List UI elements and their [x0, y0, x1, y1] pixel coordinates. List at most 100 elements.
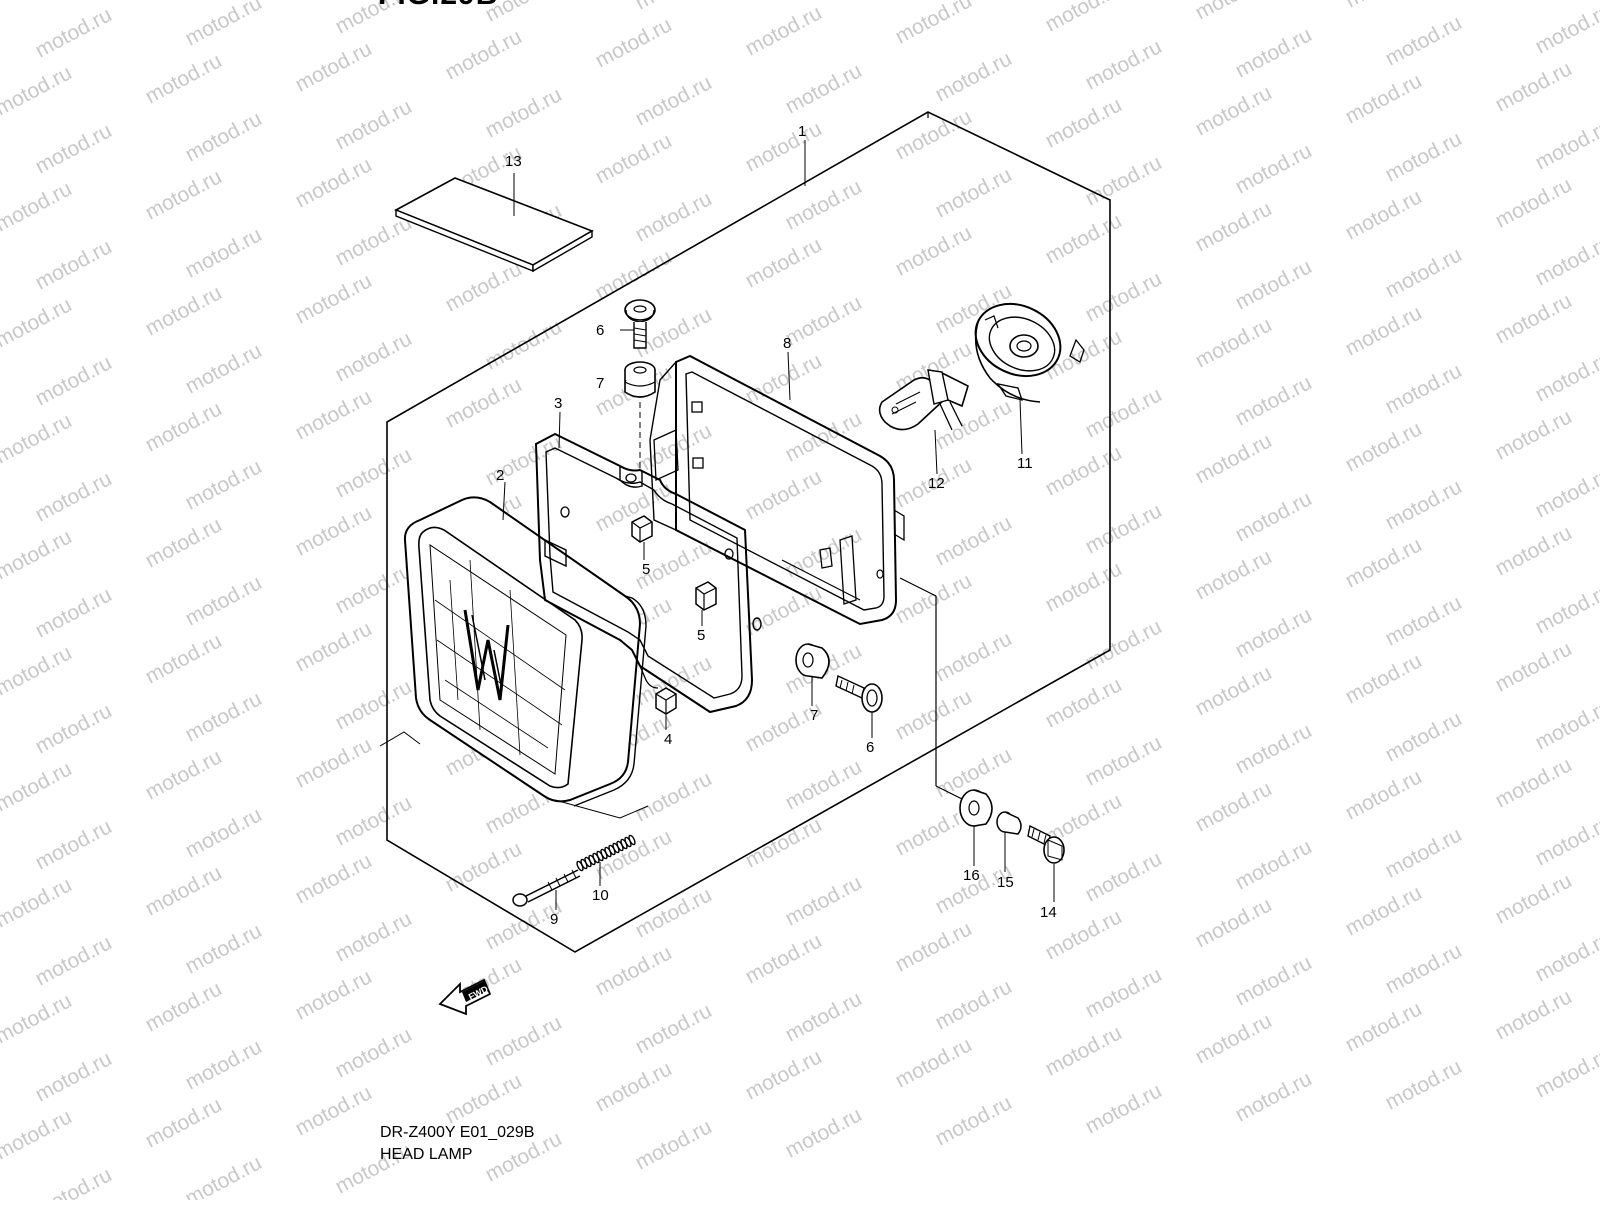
watermark-text: motod.ru	[142, 397, 226, 456]
watermark-text: motod.ru	[0, 293, 76, 352]
watermark-text: motod.ru	[1382, 939, 1466, 998]
nut-upper	[632, 516, 652, 542]
watermark-text: motod.ru	[1192, 545, 1276, 604]
watermark-text: motod.ru	[142, 745, 226, 804]
callout-1: 1	[798, 123, 806, 140]
watermark-text: motod.ru	[332, 443, 416, 502]
watermark-text: motod.ru	[742, 349, 826, 408]
watermark-text: motod.ru	[1042, 209, 1126, 268]
watermark-text: motod.ru	[742, 1, 826, 60]
watermark-text: motod.ru	[0, 409, 76, 468]
watermark-text: motod.ru	[1192, 893, 1276, 952]
watermark-text: motod.ru	[1082, 383, 1166, 442]
screw-side	[836, 676, 882, 712]
watermark-text: motod.ru	[332, 1023, 416, 1082]
watermark-text: motod.ru	[1492, 57, 1576, 116]
watermark-text: motod.ru	[592, 129, 676, 188]
watermark-text: motod.ru	[332, 791, 416, 850]
watermark-text: motod.ru	[1342, 765, 1426, 824]
watermark-text: motod.ru	[482, 1011, 566, 1070]
callout-4: 4	[664, 731, 672, 748]
watermark-text: motod.ru	[592, 1057, 676, 1116]
watermark-text: motod.ru	[182, 0, 266, 50]
watermark-text: motod.ru	[1082, 35, 1166, 94]
watermark-text: motod.ru	[1382, 359, 1466, 418]
watermark-text: motod.ru	[1382, 11, 1466, 70]
callout-7-side: 7	[810, 707, 818, 724]
watermark-text: motod.ru	[1532, 347, 1600, 406]
watermark-text: motod.ru	[1382, 823, 1466, 882]
watermark-text: motod.ru	[1192, 81, 1276, 140]
watermark-text: motod.ru	[182, 455, 266, 514]
watermark-text: motod.ru	[592, 941, 676, 1000]
watermark-text: motod.ru	[632, 187, 716, 246]
grommet-top	[625, 362, 655, 397]
callout-16: 16	[963, 867, 980, 884]
watermark-text: motod.ru	[1492, 521, 1576, 580]
watermark-text: motod.ru	[1232, 603, 1316, 662]
watermark-text: motod.ru	[632, 71, 716, 130]
watermark-text: motod.ru	[592, 13, 676, 72]
watermark-text: motod.ru	[1042, 1021, 1126, 1080]
watermark-text: motod.ru	[1532, 811, 1600, 870]
watermark-text: motod.ru	[292, 849, 376, 908]
watermark-text: motod.ru	[442, 1069, 526, 1128]
watermark-text: motod.ru	[1342, 997, 1426, 1056]
callout-3: 3	[554, 395, 562, 412]
watermark-text: motod.ru	[892, 0, 976, 48]
watermark-text: motod.ru	[292, 501, 376, 560]
watermark-text: motod.ru	[1342, 649, 1426, 708]
watermark-text: motod.ru	[442, 25, 526, 84]
watermark-text: motod.ru	[892, 685, 976, 744]
figure-name: HEAD LAMP	[380, 1146, 472, 1164]
watermark-text: motod.ru	[1342, 301, 1426, 360]
watermark-text: motod.ru	[1492, 637, 1576, 696]
watermark-text: motod.ru	[892, 569, 976, 628]
watermark-text: motod.ru	[1492, 173, 1576, 232]
watermark-text: motod.ru	[892, 1033, 976, 1092]
grommet-side	[796, 644, 829, 678]
watermark-text: motod.ru	[932, 395, 1016, 454]
watermark-text: motod.ru	[332, 675, 416, 734]
watermark-text: motod.ru	[1342, 185, 1426, 244]
watermark-text: motod.ru	[1342, 417, 1426, 476]
watermark-text: motod.ru	[1082, 847, 1166, 906]
watermark-text: motod.ru	[142, 49, 226, 108]
watermark-text: motod.ru	[0, 873, 76, 932]
watermark-text: motod.ru	[0, 641, 76, 700]
watermark-text: motod.ru	[1082, 267, 1166, 326]
watermark-text: motod.ru	[1232, 255, 1316, 314]
watermark-text: motod.ru	[332, 211, 416, 270]
watermark-text: motod.ru	[782, 291, 866, 350]
watermark-text: motod.ru	[32, 815, 116, 874]
watermark-text: motod.ru	[782, 871, 866, 930]
watermark-text: motod.ru	[292, 965, 376, 1024]
watermark-text: motod.ru	[1382, 591, 1466, 650]
watermark-text: motod.ru	[0, 757, 76, 816]
watermark-text: motod.ru	[1042, 557, 1126, 616]
callout-8: 8	[783, 335, 791, 352]
watermark-text: motod.ru	[482, 83, 566, 142]
watermark-text: motod.ru	[1342, 0, 1426, 12]
watermark-text: motod.ru	[932, 163, 1016, 222]
watermark-text: motod.ru	[292, 37, 376, 96]
watermark-text: motod.ru	[1192, 313, 1276, 372]
watermark-text: motod.ru	[1192, 777, 1276, 836]
watermark-text: motod.ru	[742, 1045, 826, 1104]
watermark-text: motod.ru	[32, 583, 116, 642]
watermark-text: motod.ru	[782, 0, 866, 2]
watermark-text: motod.ru	[632, 767, 716, 826]
callout-15: 15	[997, 874, 1014, 891]
watermark-text: motod.ru	[1382, 127, 1466, 186]
watermark-text: motod.ru	[182, 687, 266, 746]
watermark-text: motod.ru	[292, 1081, 376, 1140]
callout-10: 10	[592, 887, 609, 904]
watermark-text: motod.ru	[292, 617, 376, 676]
watermark-text: motod.ru	[1532, 463, 1600, 522]
watermark-text: motod.ru	[292, 385, 376, 444]
callout-5-upper: 5	[642, 561, 650, 578]
watermark-text: motod.ru	[1232, 139, 1316, 198]
watermark-text: motod.ru	[182, 1151, 266, 1200]
